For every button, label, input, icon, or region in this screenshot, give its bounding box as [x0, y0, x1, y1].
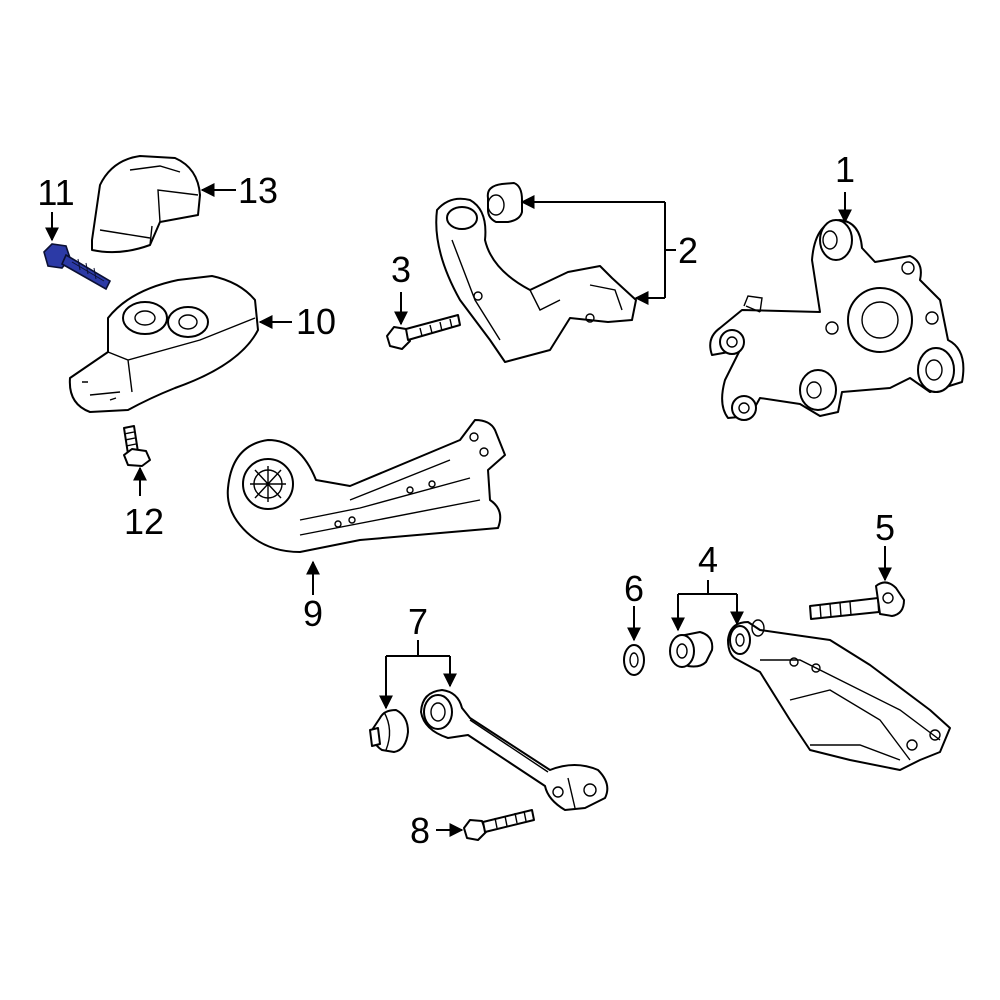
callout-6: 6	[624, 568, 644, 609]
callout-labels: 1 2 3 4 5 6 7 8 9 10 11 12 13	[37, 149, 895, 851]
callout-7: 7	[408, 601, 428, 642]
part-11-bolt[interactable]	[43, 243, 112, 291]
callout-10: 10	[296, 301, 336, 342]
callout-3: 3	[391, 249, 411, 290]
part-1-knuckle[interactable]	[709, 219, 965, 421]
part-8-bolt[interactable]	[463, 809, 535, 841]
callout-11: 11	[37, 172, 74, 213]
callout-5: 5	[875, 507, 895, 548]
part-4-lower-arm[interactable]	[727, 619, 951, 771]
part-7-lateral-link[interactable]	[420, 689, 609, 811]
part-9-trailing-arm[interactable]	[226, 419, 506, 553]
callout-13: 13	[238, 170, 278, 211]
part-5-bolt[interactable]	[809, 581, 905, 620]
part-12-stud[interactable]	[123, 425, 151, 467]
callout-1: 1	[835, 149, 855, 190]
part-6-washer[interactable]	[623, 644, 645, 676]
part-2-control-arm[interactable]	[435, 182, 637, 363]
part-10-mount[interactable]	[68, 275, 259, 413]
callout-12: 12	[124, 501, 164, 542]
part-3-bolt[interactable]	[386, 314, 461, 350]
callout-2: 2	[678, 230, 698, 271]
callout-8: 8	[410, 810, 430, 851]
part-7-bushing[interactable]	[369, 709, 409, 753]
part-4-bushing[interactable]	[669, 631, 714, 668]
part-13-cover[interactable]	[91, 155, 201, 254]
callout-4: 4	[698, 539, 718, 580]
callout-9: 9	[303, 593, 323, 634]
leader-lines	[45, 183, 892, 837]
